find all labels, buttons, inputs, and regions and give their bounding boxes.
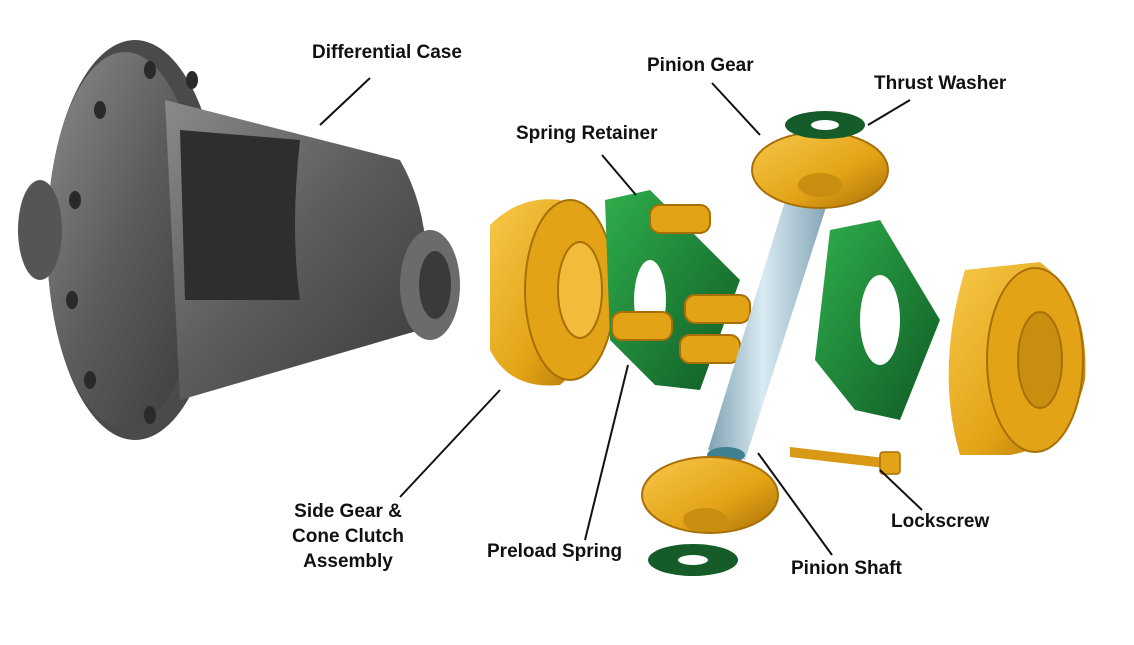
label-thrust-washer: Thrust Washer (874, 73, 1007, 94)
label-side-gear-line-3: Assembly (303, 551, 393, 572)
label-preload-spring: Preload Spring (487, 541, 623, 562)
side-gear-cone-clutch-right (948, 262, 1086, 455)
label-differential-case: Differential Case (312, 42, 462, 63)
leader-pinion-shaft (757, 452, 833, 556)
leader-thrust-washer (867, 99, 911, 126)
lockscrew-shank (790, 447, 885, 468)
label-pinion-gear: Pinion Gear (647, 55, 754, 76)
leader-spring-retainer (601, 154, 637, 196)
case-bore (419, 251, 451, 319)
pinion-gear-top (751, 131, 889, 209)
spring-1 (649, 204, 711, 234)
leader-differential-case (319, 77, 371, 126)
leader-side-gear (399, 389, 501, 498)
spring-3 (611, 311, 673, 341)
label-side-gear-line-1: Side Gear & (294, 501, 402, 522)
spring-2 (684, 294, 751, 324)
pinion-gear-bottom-body (641, 456, 779, 534)
leader-lines (319, 77, 923, 556)
right-gear-spline (1017, 311, 1063, 409)
spring-retainer-right (815, 220, 940, 420)
leader-pinion-gear (711, 82, 761, 136)
spring-4 (679, 334, 741, 364)
pinion-gear-top-hub (798, 173, 842, 197)
preload-springs (611, 204, 751, 364)
label-spring-retainer: Spring Retainer (516, 123, 658, 144)
retainer-opening-right (860, 275, 900, 365)
lockscrew-head (879, 451, 901, 475)
left-gear-spline (557, 241, 603, 339)
case-flange-face (47, 52, 203, 428)
thrust-washer-top-hole (811, 120, 839, 130)
label-side-gear-cone-clutch: Side Gear & Cone Clutch Assembly (278, 499, 418, 574)
case-window (180, 130, 300, 300)
side-gear-cone-clutch-left (490, 199, 616, 386)
thrust-washer-bottom-hole (678, 555, 708, 565)
label-pinion-shaft: Pinion Shaft (791, 558, 902, 579)
shaft-body (708, 185, 830, 460)
flange-bolt-holes (66, 61, 198, 424)
case-hub (18, 180, 62, 280)
label-lockscrew: Lockscrew (891, 511, 990, 532)
pinion-gear-bottom-hub (683, 508, 727, 532)
differential-case (18, 40, 460, 440)
pinion-gear-bottom (641, 456, 779, 534)
leader-lockscrew (879, 469, 923, 511)
leader-preload-spring (584, 364, 629, 541)
lockscrew (790, 447, 901, 475)
label-side-gear-line-2: Cone Clutch (292, 526, 404, 547)
